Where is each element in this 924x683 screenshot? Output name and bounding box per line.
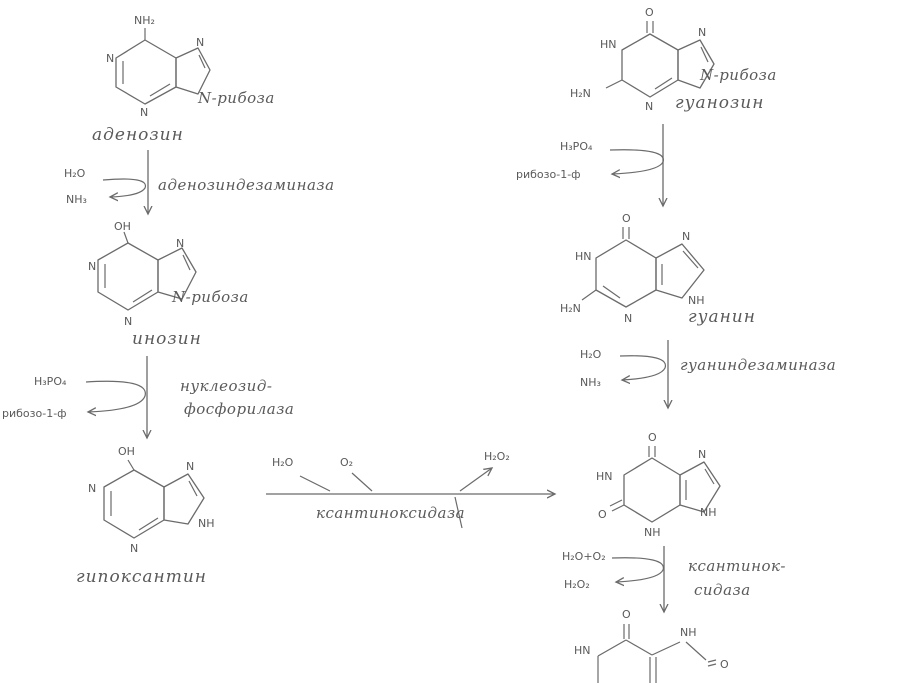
nucleoside-phosphorylase-enzyme-2: фосфорилаза — [184, 400, 294, 418]
guanosine-n7: N — [698, 26, 706, 39]
adenosine-deaminase-in: H₂O — [64, 167, 86, 180]
guanosine-amino: H₂N — [570, 87, 591, 100]
guanine-n9: NH — [688, 294, 705, 307]
xanthine-n9: NH — [700, 506, 717, 519]
hypoxanthine-n9: NH — [198, 517, 215, 530]
guanine-o6: O — [622, 212, 631, 225]
guanine-deaminase-step: H₂O NH₃ гуаниндезаминаза — [580, 340, 836, 408]
uric-acid-o-right: O — [720, 658, 729, 671]
xanthine-oxidase-step-2: H₂O+O₂ H₂O₂ ксантинок- сидаза — [562, 546, 786, 612]
hypoxanthine-n1: N — [88, 482, 96, 495]
guanosine-phosphorolysis-step: H₃PO₄ рибозо-1-ф — [516, 124, 663, 206]
guanine-deaminase-out: NH₃ — [580, 376, 601, 389]
inosine-n1: N — [88, 260, 96, 273]
hypoxanthine-caption: гипоксантин — [76, 567, 207, 587]
xanthine-n7: N — [698, 448, 706, 461]
hypoxanthine-structure: OH N N N NH гипоксантин — [76, 445, 215, 587]
inosine-n7: N — [176, 237, 184, 250]
xanthine-oxidase-1-in1: H₂O — [272, 456, 294, 469]
guanine-deaminase-enzyme: гуаниндезаминаза — [680, 356, 836, 374]
guanosine-phosphorolysis-out: рибозо-1-ф — [516, 168, 581, 181]
nucleoside-phosphorylase-in: H₃PO₄ — [34, 375, 67, 388]
guanosine-structure: O HN H₂N N N N-рибоза гуанозин — [570, 6, 777, 113]
xanthine-structure: O HN O NH N NH — [596, 431, 721, 539]
guanosine-n1: HN — [600, 38, 617, 51]
inosine-oh: OH — [114, 220, 131, 233]
nucleoside-phosphorylase-enzyme-1: нуклеозид- — [180, 377, 272, 395]
xanthine-o6: O — [648, 431, 657, 444]
guanosine-caption: гуанозин — [675, 93, 764, 113]
inosine-caption: инозин — [132, 329, 202, 349]
nucleoside-phosphorylase-step: H₃PO₄ рибозо-1-ф нуклеозид- фосфорилаза — [2, 356, 294, 438]
inosine-n3: N — [124, 315, 132, 328]
xanthine-oxidase-2-enzyme-2: сидаза — [694, 581, 751, 599]
oxygen-curve — [611, 557, 664, 582]
guanine-structure: O HN H₂N N N NH гуанин — [560, 212, 756, 327]
hypoxanthine-n7: N — [186, 460, 194, 473]
adenosine-deaminase-step: H₂O NH₃ аденозиндезаминаза — [64, 150, 335, 214]
guanine-n7: N — [682, 230, 690, 243]
xanthine-n1: HN — [596, 470, 613, 483]
xanthine-oxidase-1-out: H₂O₂ — [484, 450, 510, 463]
xanthine-n3: NH — [644, 526, 661, 539]
phosphate-curve-guanosine — [609, 149, 664, 174]
guanosine-n9-ribose: N-рибоза — [699, 66, 777, 84]
adenosine-n3: N — [140, 106, 148, 119]
hypoxanthine-n3: N — [130, 542, 138, 555]
adenosine-n9-ribose: N-рибоза — [197, 89, 275, 107]
uric-acid-hn-left: HN — [574, 644, 591, 657]
guanine-deaminase-in: H₂O — [580, 348, 602, 361]
adenosine-nh2: NH₂ — [134, 14, 155, 27]
xanthine-oxidase-1-in2: O₂ — [340, 456, 353, 469]
xanthine-oxidase-step-1: H₂O O₂ H₂O₂ ксантиноксидаза — [266, 450, 555, 529]
xanthine-oxidase-2-out: H₂O₂ — [564, 578, 590, 591]
adenosine-caption: аденозин — [92, 125, 184, 145]
adenosine-n7: N — [196, 36, 204, 49]
guanosine-phosphorolysis-in: H₃PO₄ — [560, 140, 593, 153]
phosphate-curve — [85, 380, 146, 412]
h2o-curve-guanine — [619, 355, 666, 380]
uric-acid-nh-top: NH — [680, 626, 697, 639]
adenosine-structure: NH₂ N N N N-рибоза аденозин — [92, 14, 275, 145]
guanine-caption: гуанин — [688, 307, 756, 327]
xanthine-oxidase-2-enzyme-1: ксантинок- — [688, 557, 786, 575]
xanthine-oxidase-2-in: H₂O+O₂ — [562, 550, 606, 563]
adenosine-deaminase-enzyme: аденозиндезаминаза — [158, 176, 335, 194]
uric-acid-o-top: O — [622, 608, 631, 621]
guanine-amino: H₂N — [560, 302, 581, 315]
adenosine-deaminase-out: NH₃ — [66, 193, 87, 206]
hypoxanthine-oh: OH — [118, 445, 135, 458]
h2o-curve — [102, 178, 147, 197]
guanine-n1: HN — [575, 250, 592, 263]
uric-acid-structure: O HN NH O — [574, 608, 729, 683]
guanosine-n3: N — [645, 100, 653, 113]
adenosine-n1: N — [106, 52, 114, 65]
inosine-structure: OH N N N N-рибоза инозин — [88, 220, 249, 349]
xanthine-o2: O — [598, 508, 607, 521]
xanthine-oxidase-1-enzyme: ксантиноксидаза — [316, 504, 465, 522]
nucleoside-phosphorylase-out: рибозо-1-ф — [2, 407, 67, 420]
guanosine-o6: O — [645, 6, 654, 19]
guanine-n3: N — [624, 312, 632, 325]
inosine-n9-ribose: N-рибоза — [171, 288, 249, 306]
